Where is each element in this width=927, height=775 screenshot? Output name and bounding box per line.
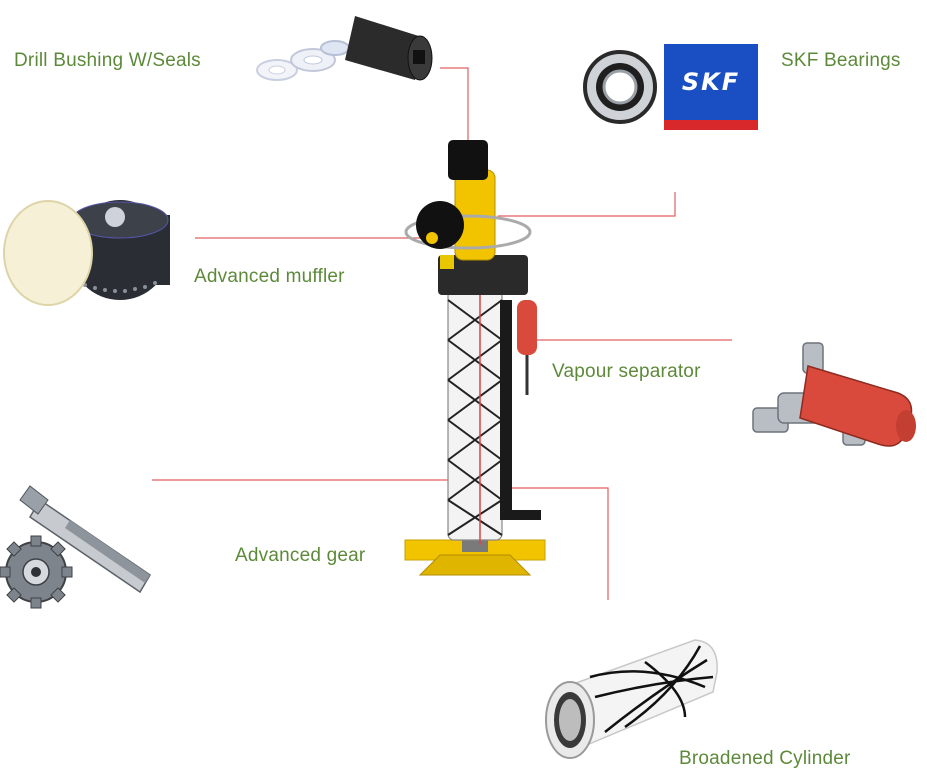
- advanced-muffler-image: [3, 200, 170, 306]
- vapour-separator-image: [752, 342, 916, 447]
- leader-line-cylinder: [488, 487, 609, 600]
- gear-shaft: [19, 485, 152, 594]
- label-advanced-gear: Advanced gear: [235, 545, 366, 566]
- bearing-ring: [583, 50, 657, 124]
- drill-bushing-image: [256, 16, 433, 81]
- label-drill-bushing: Drill Bushing W/Seals: [14, 50, 201, 71]
- leader-line-skf: [498, 192, 676, 217]
- skf-box: SKF: [664, 44, 758, 130]
- advanced-gear-image: [0, 485, 152, 609]
- broadened-cylinder-image: [545, 639, 718, 759]
- bushing-cylinder: [345, 16, 433, 81]
- label-broadened-cylinder: Broadened Cylinder: [679, 748, 851, 769]
- leader-line-drill-bushing: [440, 67, 469, 140]
- main-drill-illustration: [404, 140, 546, 576]
- label-vapour-separator: Vapour separator: [552, 361, 701, 382]
- label-advanced-muffler: Advanced muffler: [194, 266, 345, 287]
- gear-wheel: [0, 535, 73, 609]
- skf-bearings-image: SKF: [582, 42, 762, 132]
- label-skf-bearings: SKF Bearings: [781, 50, 901, 71]
- seal-rings: [256, 40, 350, 81]
- separator-body: [799, 365, 916, 447]
- skf-logo: SKF: [681, 68, 741, 96]
